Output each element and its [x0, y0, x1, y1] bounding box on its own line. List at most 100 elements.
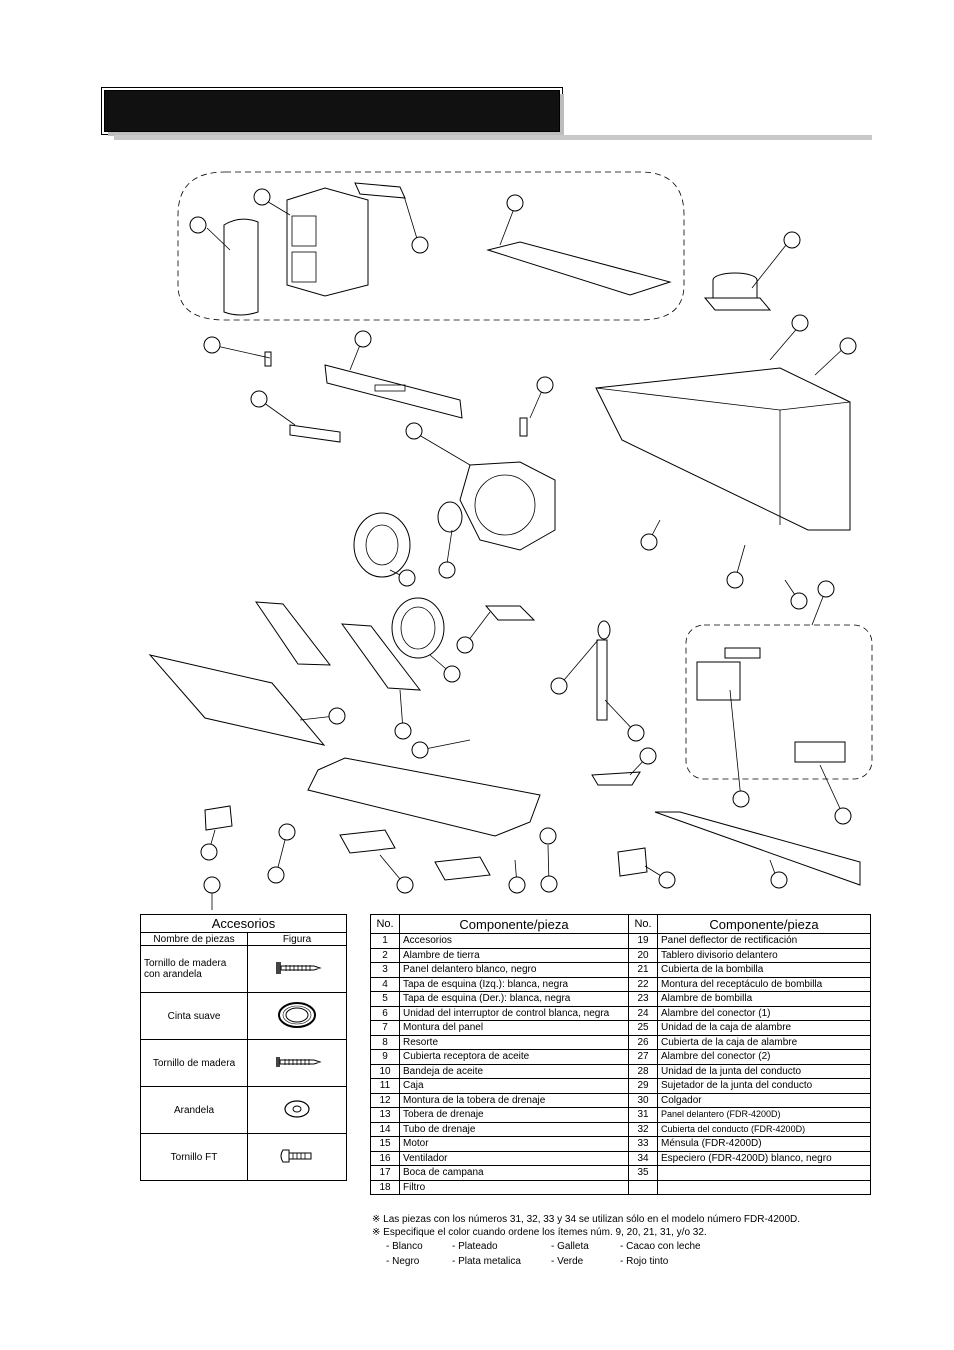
part-number: 27	[628, 1049, 658, 1065]
part-number: 15	[370, 1136, 400, 1152]
title-bar	[104, 90, 560, 132]
part-name: Cubierta del conducto (FDR-4200D)	[657, 1121, 871, 1137]
oil-receiving-cover	[307, 757, 541, 837]
part-name: Resorte	[399, 1034, 629, 1050]
callout	[639, 747, 657, 765]
part-name	[657, 1179, 871, 1195]
color-option: - Cacao con leche	[620, 1241, 701, 1252]
fdr-front-panel	[286, 187, 369, 297]
accessory-name: Cinta suave	[140, 992, 248, 1040]
front-partition-board	[654, 811, 861, 886]
callout	[189, 216, 207, 234]
part-name: Tablero divisorio delantero	[657, 947, 871, 963]
color-option: - Negro	[386, 1256, 420, 1267]
callout	[627, 724, 645, 742]
part-number: 9	[370, 1049, 400, 1065]
callout	[328, 707, 346, 725]
callout	[396, 876, 414, 894]
part-name: Alambre de bombilla	[657, 991, 871, 1007]
part-name: Cubierta de la caja de alambre	[657, 1034, 871, 1050]
callout	[443, 665, 461, 683]
oil-tray-1	[339, 829, 396, 854]
part-number: 5	[370, 991, 400, 1007]
part-number: 6	[370, 1005, 400, 1021]
color-option: - Verde	[551, 1256, 584, 1267]
color-option: - Galleta	[551, 1241, 589, 1252]
part-number	[628, 1179, 658, 1195]
callout	[438, 561, 456, 579]
accessory-name: Tornillo de madera con arandela	[140, 945, 248, 993]
ft-screw-icon	[247, 1133, 347, 1181]
part-name: Tapa de esquina (Der.): blanca, negra	[399, 991, 629, 1007]
callout	[536, 376, 554, 394]
hanger	[484, 605, 536, 621]
title-bar-outline	[101, 87, 563, 135]
callout	[770, 871, 788, 889]
exploded-parts-diagram	[148, 171, 873, 910]
part-number: 13	[370, 1107, 400, 1123]
col-part-header: Componente/pieza	[657, 914, 871, 934]
part-number: 12	[370, 1092, 400, 1108]
part-number: 7	[370, 1020, 400, 1036]
fan	[353, 512, 411, 578]
callout	[640, 533, 658, 551]
part-name: Panel delantero (FDR-4200D)	[657, 1107, 871, 1123]
spice-rack	[486, 241, 672, 296]
part-number: 11	[370, 1078, 400, 1094]
callout	[203, 336, 221, 354]
part-name: Cubierta de la bombilla	[657, 962, 871, 978]
part-name: Alambre del conector (1)	[657, 1005, 871, 1021]
part-name: Montura del panel	[399, 1020, 629, 1036]
note-line: ※ Las piezas con los números 31, 32, 33 …	[372, 1214, 801, 1225]
part-number: 23	[628, 991, 658, 1007]
front-panel	[324, 364, 463, 419]
corner-cap-left	[264, 351, 272, 367]
accessory-name: Arandela	[140, 1086, 248, 1134]
part-number: 28	[628, 1063, 658, 1079]
filter-1	[255, 601, 332, 666]
callout	[354, 330, 372, 348]
part-number: 29	[628, 1078, 658, 1094]
part-name: Montura de la tobera de drenaje	[399, 1092, 629, 1108]
part-name: Bandeja de aceite	[399, 1063, 629, 1079]
part-name: Tobera de drenaje	[399, 1107, 629, 1123]
callout	[398, 569, 416, 587]
part-number: 34	[628, 1150, 658, 1166]
bracket	[354, 182, 406, 199]
note-line: ※ Especifique el color cuando ordene los…	[372, 1227, 707, 1238]
part-name: Sujetador de la junta del conducto	[657, 1078, 871, 1094]
part-number: 14	[370, 1121, 400, 1137]
part-number: 10	[370, 1063, 400, 1079]
part-name: Ménsula (FDR-4200D)	[657, 1136, 871, 1152]
part-name: Cubierta receptora de aceite	[399, 1049, 629, 1065]
part-number: 19	[628, 933, 658, 949]
part-name: Motor	[399, 1136, 629, 1152]
callout	[550, 677, 568, 695]
part-number: 35	[628, 1165, 658, 1181]
callout	[253, 188, 271, 206]
col-name-header: Nombre de piezas	[140, 932, 248, 946]
part-number: 8	[370, 1034, 400, 1050]
part-name	[657, 1165, 871, 1181]
part-number: 21	[628, 962, 658, 978]
col-no-header: No.	[370, 914, 400, 934]
part-number: 31	[628, 1107, 658, 1123]
lamp-cover	[591, 771, 641, 786]
part-name: Colgador	[657, 1092, 871, 1108]
col-no-header: No.	[628, 914, 658, 934]
callout	[200, 843, 218, 861]
callout	[540, 875, 558, 893]
wiring-box	[696, 661, 741, 701]
part-name: Ventilador	[399, 1150, 629, 1166]
part-number: 1	[370, 933, 400, 949]
part-number: 4	[370, 976, 400, 992]
part-name: Caja	[399, 1078, 629, 1094]
duct-cover	[223, 218, 259, 316]
